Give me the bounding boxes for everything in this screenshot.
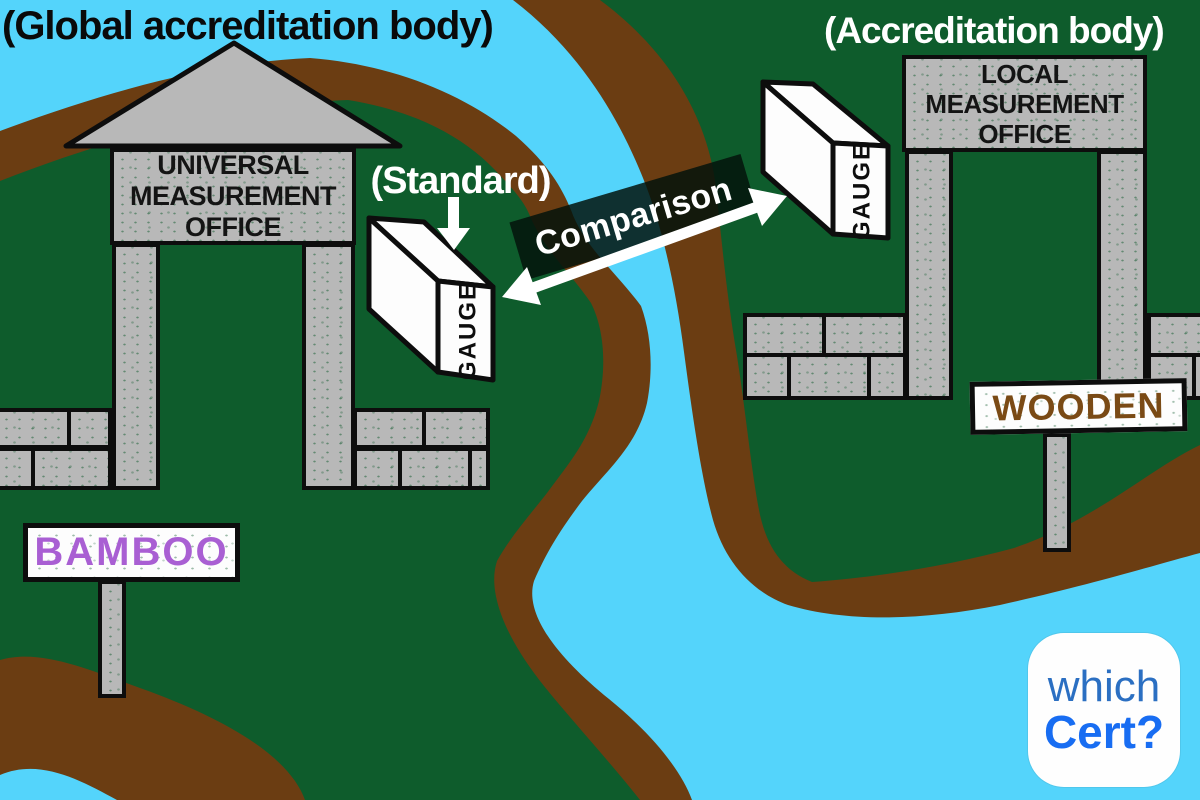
brick (822, 313, 907, 357)
right-office-pillar-left (905, 150, 953, 400)
universal-measurement-office-sign: UNIVERSAL MEASUREMENT OFFICE (110, 148, 356, 245)
office-sign-line: UNIVERSAL (157, 150, 309, 180)
wooden-sign: WOODEN (969, 378, 1188, 435)
bamboo-sign-post (98, 580, 126, 698)
gauge-block-left (366, 215, 496, 383)
right-office-pillar-right (1097, 150, 1147, 385)
brick (398, 447, 472, 490)
brick (743, 353, 791, 400)
brick (67, 408, 112, 449)
left-office-pillar-right (302, 243, 355, 490)
office-sign-line: MEASUREMENT (129, 181, 337, 211)
gauge-label-left: GAUGE (455, 282, 482, 380)
whichcert-logo-which-text: which (1047, 662, 1161, 711)
bamboo-sign-label: BAMBOO (34, 530, 229, 574)
left-office-roof (63, 40, 403, 149)
office-sign-line: MEASUREMENT (925, 88, 1124, 119)
local-measurement-office-sign: LOCAL MEASUREMENT OFFICE (902, 55, 1147, 152)
office-sign-line: OFFICE (185, 212, 282, 242)
brick (0, 447, 35, 490)
left-office-pillar-left (112, 243, 160, 490)
brick (1147, 313, 1200, 357)
wooden-sign-post (1043, 433, 1071, 552)
brick (0, 408, 71, 449)
brick (867, 353, 907, 400)
brick (787, 353, 871, 400)
bamboo-sign: BAMBOO (23, 523, 240, 582)
brick (422, 408, 490, 449)
whichcert-logo-cert-text: Cert? (1043, 706, 1165, 758)
wooden-sign-label: WOODEN (992, 384, 1165, 428)
brick (468, 447, 490, 490)
global-accreditation-body-label: (Global accreditation body) (2, 4, 494, 48)
whichcert-logo: which Cert? (1028, 633, 1180, 787)
brick (353, 408, 426, 449)
office-sign-line: LOCAL (980, 58, 1069, 89)
standard-label: (Standard) (370, 160, 552, 202)
office-sign-line: OFFICE (978, 118, 1071, 149)
brick (31, 447, 112, 490)
gauge-block-left-front-face (435, 278, 496, 383)
brick (353, 447, 402, 490)
gauge-label-right: GAUGE (849, 142, 876, 240)
brick (1192, 353, 1200, 400)
accreditation-body-label: (Accreditation body) (824, 10, 1165, 51)
brick (743, 313, 826, 357)
gauge-block-right-front-face (830, 140, 891, 241)
gauge-block-right (760, 79, 891, 241)
